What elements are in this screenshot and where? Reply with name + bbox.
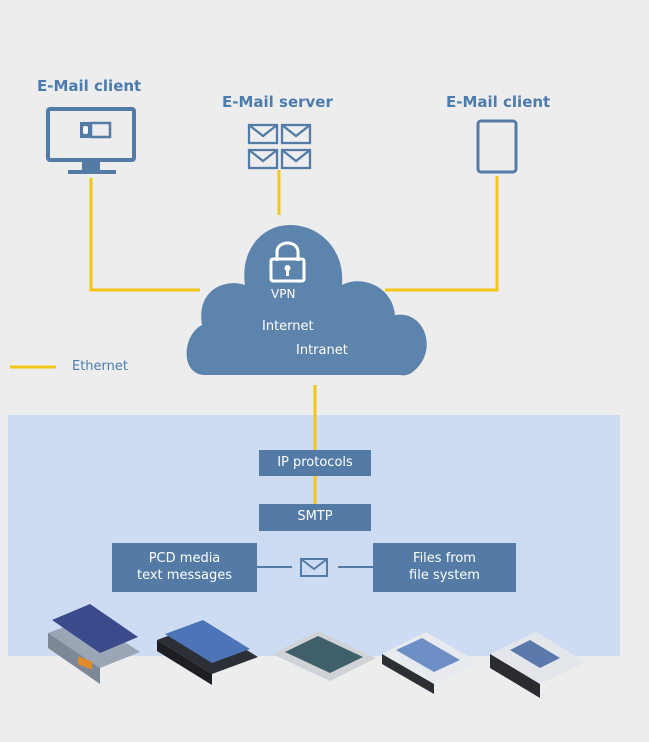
email-client-right-label: E-Mail client [446,93,551,111]
email-server-label: E-Mail server [222,93,333,111]
ethernet-legend-label: Ethernet [72,359,128,374]
pcd-device-1 [48,604,140,684]
ethernet-line-right [385,176,499,292]
internet-label: Internet [262,319,314,334]
vpn-label: VPN [271,287,296,301]
pcd-device-5 [490,632,586,698]
pcd-device-2 [157,620,258,685]
pcd-device-4 [382,632,478,694]
pcd-device-3 [272,631,376,681]
pcd-media-box: PCD media text messages [112,543,257,592]
email-client-left-label: E-Mail client [37,77,142,95]
intranet-label: Intranet [296,343,348,358]
ip-protocols-box: IP protocols [259,450,371,476]
ethernet-line-left [89,178,200,292]
files-box: Files from file system [373,543,516,592]
cloud-shape [186,225,427,376]
smtp-box: SMTP [259,504,371,531]
